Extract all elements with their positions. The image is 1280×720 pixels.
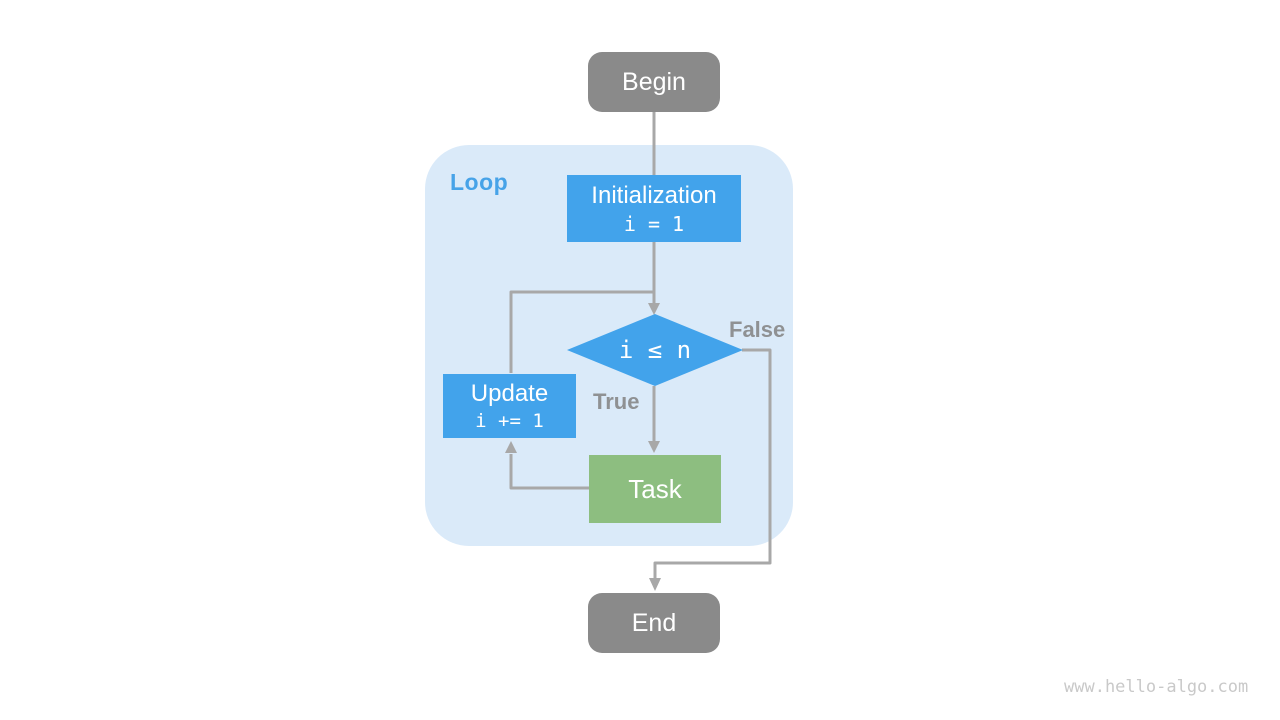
initialization-node-title: Initialization [591,181,717,209]
arrowhead-into-condition [648,303,660,315]
task-node-label: Task [628,473,682,504]
condition-node: i ≤ n [567,314,743,386]
end-node-label: End [631,608,677,637]
edge-update-to-condition [509,290,655,373]
condition-diamond-shape [567,314,743,386]
edge-task-to-update [509,454,589,490]
arrowhead-into-task [648,441,660,453]
arrowhead-into-update [505,441,517,453]
begin-node-label: Begin [622,67,686,96]
watermark-text: www.hello-algo.com [1064,677,1249,697]
true-branch-label: True [593,389,640,414]
initialization-node-code: i = 1 [623,211,685,236]
initialization-node: Initialization i = 1 [567,175,741,242]
arrowhead-into-end [649,578,661,591]
end-node: End [588,593,720,653]
task-node: Task [589,455,721,523]
update-node-code: i += 1 [475,409,544,432]
loop-label: Loop [450,169,509,195]
condition-expression: i ≤ n [618,336,692,364]
update-node-title: Update [470,379,549,407]
update-node: Update i += 1 [443,374,576,438]
false-branch-label: False [729,317,786,342]
edge-condition-to-end [653,348,772,579]
begin-node: Begin [588,52,720,112]
